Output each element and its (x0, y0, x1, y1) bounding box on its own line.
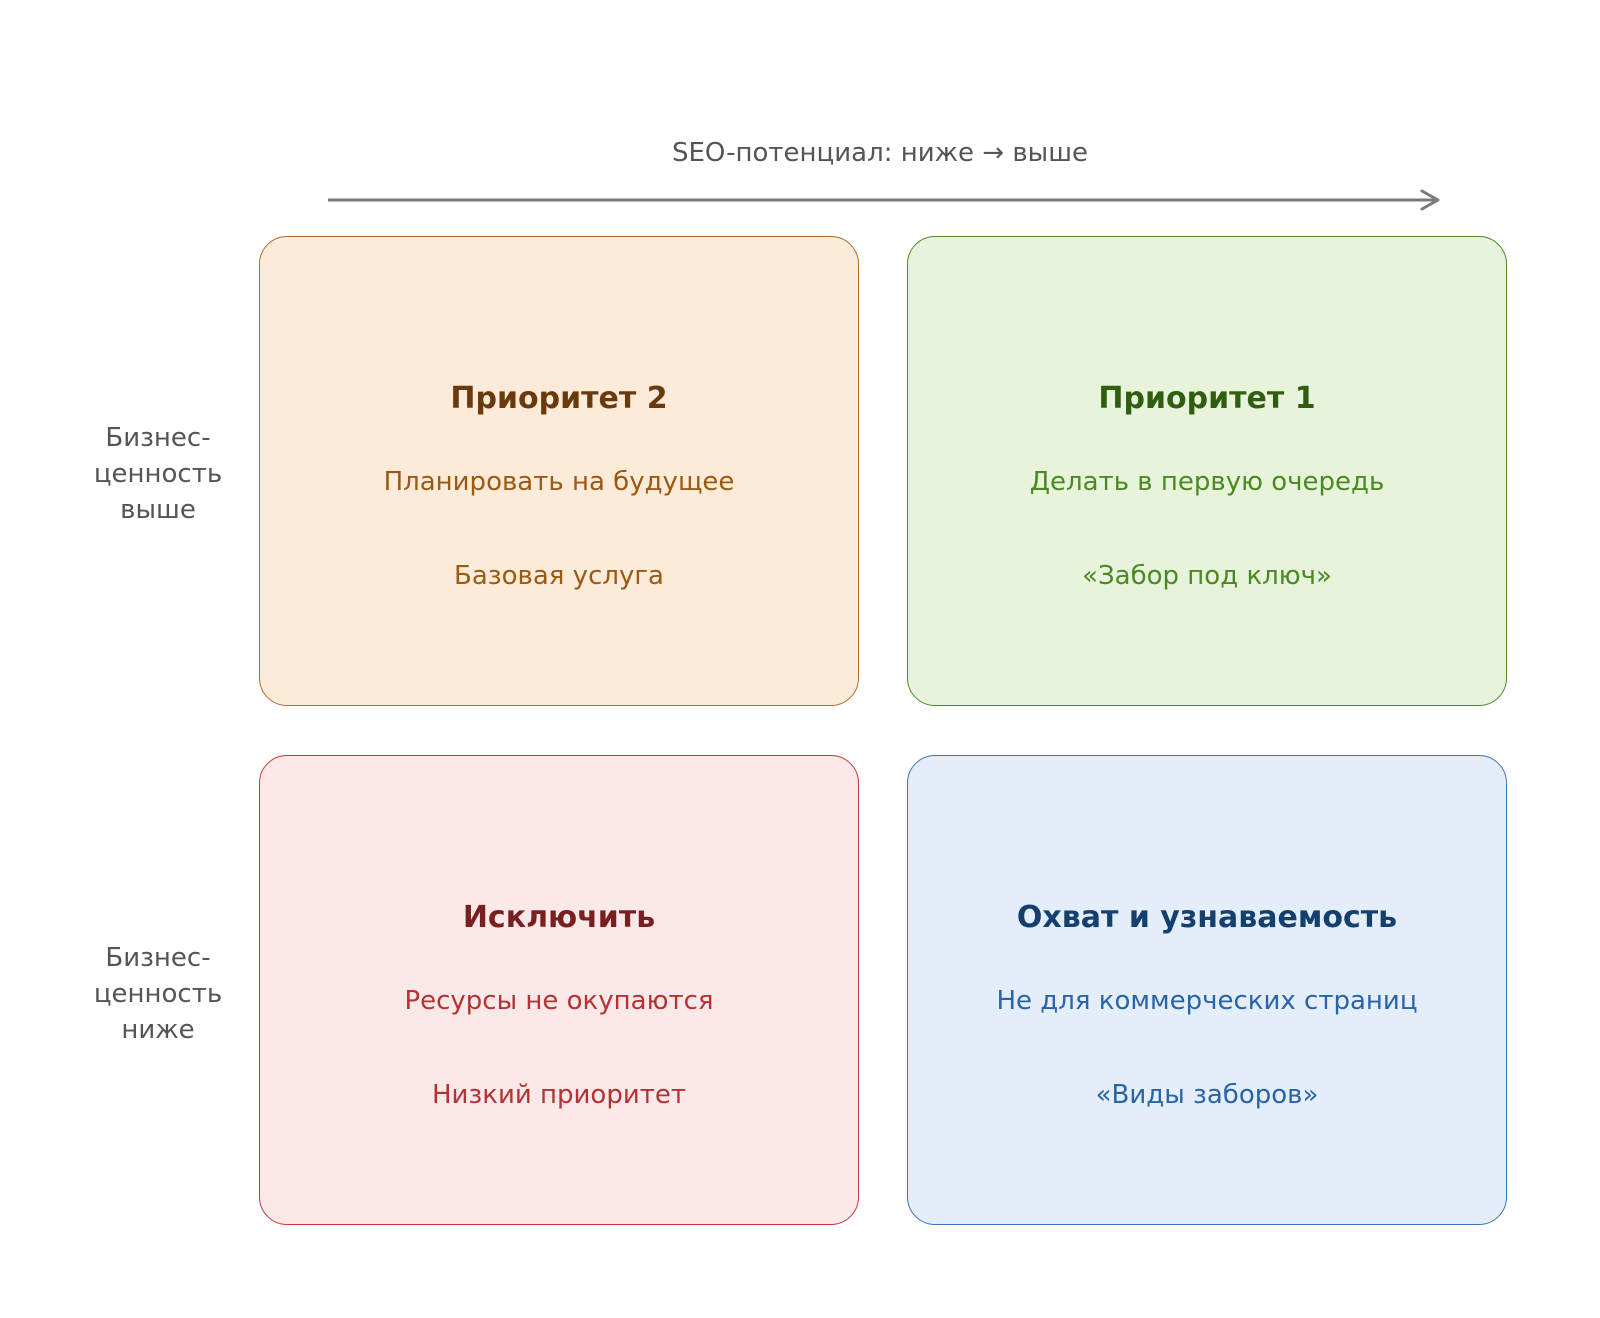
quadrant-example: «Забор под ключ» (1082, 561, 1332, 591)
quadrant-reach-awareness: Охват и узнаваемость Не для коммерческих… (907, 755, 1507, 1225)
quadrant-exclude: Исключить Ресурсы не окупаются Низкий пр… (259, 755, 859, 1225)
quadrant-example: Низкий приоритет (431, 1080, 687, 1110)
quadrant-priority-1: Приоритет 1 Делать в первую очередь «Заб… (907, 236, 1507, 706)
quadrant-description: Не для коммерческих страниц (996, 986, 1418, 1016)
quadrant-title: Исключить (462, 900, 656, 935)
quadrant-title: Приоритет 1 (1098, 381, 1316, 416)
quadrant-description: Ресурсы не окупаются (404, 986, 714, 1016)
row-label-higher-value: Бизнес- ценность выше (93, 423, 223, 525)
row-label-lower-value: Бизнес- ценность ниже (93, 943, 223, 1045)
x-axis-title: SEO-потенциал: ниже → выше (672, 138, 1088, 168)
quadrant-title: Охват и узнаваемость (1016, 900, 1398, 935)
quadrant-example: «Виды заборов» (1095, 1080, 1319, 1110)
quadrant-example: Базовая услуга (454, 561, 664, 591)
quadrant-title: Приоритет 2 (450, 381, 668, 416)
quadrant-description: Планировать на будущее (383, 467, 735, 497)
quadrant-priority-2: Приоритет 2 Планировать на будущее Базов… (259, 236, 859, 706)
quadrant-description: Делать в первую очередь (1029, 467, 1385, 497)
x-axis-arrow (328, 189, 1440, 211)
